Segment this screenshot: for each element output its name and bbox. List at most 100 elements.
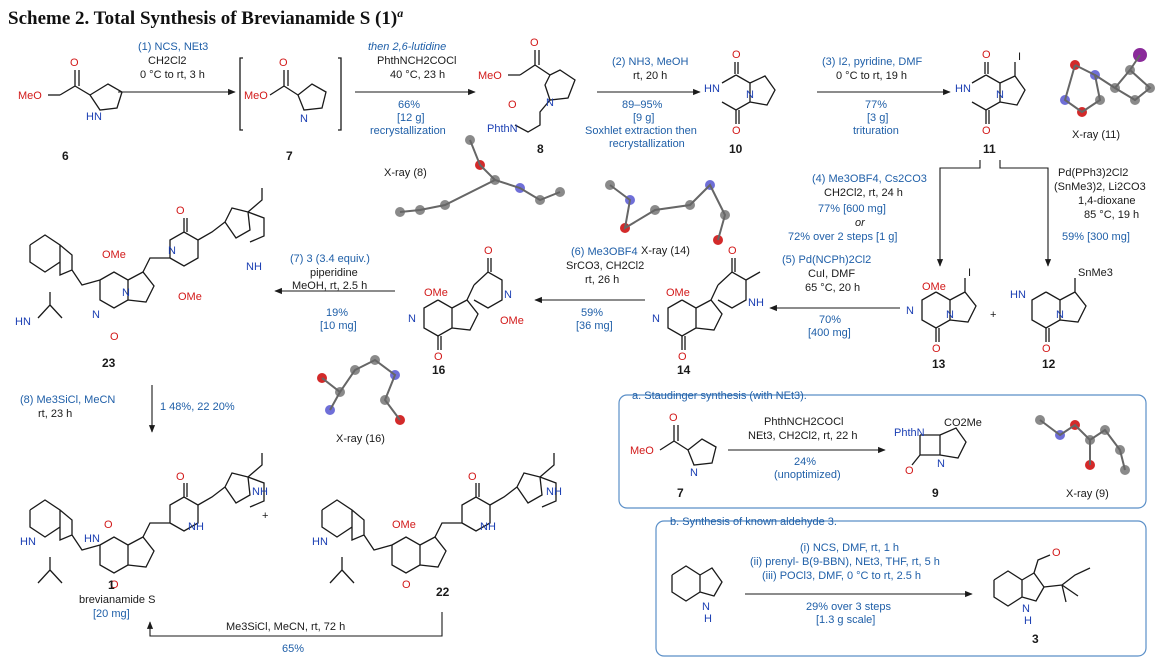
- compound-label-12: 12: [1042, 357, 1056, 371]
- xray-11-model: [1060, 48, 1155, 117]
- svg-text:19%: 19%: [326, 307, 348, 319]
- svg-text:O: O: [279, 57, 288, 69]
- compound-label-14: 14: [677, 363, 691, 377]
- svg-text:O: O: [70, 57, 79, 69]
- svg-text:or: or: [855, 217, 866, 229]
- svg-text:77% [600 mg]: 77% [600 mg]: [818, 203, 886, 215]
- svg-text:rt, 23 h: rt, 23 h: [38, 408, 72, 420]
- svg-text:then 2,6-lutidine: then 2,6-lutidine: [368, 41, 446, 53]
- svg-text:(SnMe3)2, Li2CO3: (SnMe3)2, Li2CO3: [1054, 181, 1146, 193]
- svg-text:[36 mg]: [36 mg]: [576, 320, 613, 332]
- svg-text:I: I: [1018, 51, 1021, 63]
- indole-structure: N H: [671, 565, 723, 625]
- compound-9-structure: PhthN CO2Me O N: [894, 417, 982, 477]
- svg-text:HN: HN: [704, 83, 720, 95]
- svg-text:N: N: [122, 287, 130, 299]
- compound-label-13: 13: [932, 357, 946, 371]
- compound-1-structure: O O O HN NH HN NH: [20, 453, 268, 591]
- svg-text:[3 g]: [3 g]: [867, 112, 888, 124]
- svg-text:CH2Cl2: CH2Cl2: [148, 55, 187, 67]
- compound-22-structure: OMe O O HN NH NH: [312, 453, 562, 591]
- svg-text:O: O: [110, 579, 119, 591]
- svg-text:(iii) POCl3, DMF, 0 °C to rt,: (iii) POCl3, DMF, 0 °C to rt, 2.5 h: [762, 570, 921, 582]
- compound-label-8: 8: [537, 142, 544, 156]
- svg-text:29% over 3 steps: 29% over 3 steps: [806, 601, 891, 613]
- panel-a-title: a. Staudinger synthesis (with NEt3).: [632, 390, 807, 402]
- xray-label-9: X-ray (9): [1066, 488, 1109, 500]
- svg-text:24%: 24%: [794, 456, 816, 468]
- svg-text:NH: NH: [748, 297, 764, 309]
- compound-14-structure: OMe N O O NH: [652, 245, 764, 363]
- xray-9-model: [1035, 415, 1130, 475]
- svg-text:Soxhlet extraction then: Soxhlet extraction then: [585, 125, 697, 137]
- xray-label-11: X-ray (11): [1072, 129, 1120, 141]
- svg-text:piperidine: piperidine: [310, 267, 358, 279]
- svg-text:89–95%: 89–95%: [622, 99, 663, 111]
- svg-text:PhthNCH2COCl: PhthNCH2COCl: [377, 55, 456, 67]
- svg-text:[9 g]: [9 g]: [633, 112, 654, 124]
- svg-text:O: O: [669, 412, 678, 424]
- svg-text:N: N: [504, 289, 512, 301]
- compound-label-3: 3: [1032, 632, 1039, 646]
- svg-text:70%: 70%: [819, 314, 841, 326]
- svg-text:O: O: [402, 579, 411, 591]
- svg-text:HN: HN: [20, 536, 36, 548]
- svg-text:H: H: [704, 613, 712, 625]
- svg-text:OMe: OMe: [102, 249, 126, 261]
- svg-text:rt, 20 h: rt, 20 h: [633, 70, 667, 82]
- svg-text:N: N: [937, 458, 945, 470]
- svg-text:MeOH, rt, 2.5 h: MeOH, rt, 2.5 h: [292, 280, 367, 292]
- svg-text:N: N: [1056, 309, 1064, 321]
- compound-label-22: 22: [436, 585, 450, 599]
- svg-text:HN: HN: [15, 316, 31, 328]
- svg-text:59%: 59%: [581, 307, 603, 319]
- svg-text:77%: 77%: [865, 99, 887, 111]
- svg-text:MeO: MeO: [18, 90, 42, 102]
- svg-text:O: O: [1042, 343, 1051, 355]
- svg-text:PhthN: PhthN: [487, 123, 518, 135]
- svg-text:OMe: OMe: [922, 281, 946, 293]
- svg-text:MeO: MeO: [630, 445, 654, 457]
- compound-10-structure: O HN N O: [704, 49, 776, 137]
- plus-sign-2: +: [262, 510, 268, 522]
- svg-text:[400 mg]: [400 mg]: [808, 327, 851, 339]
- compound-7b-structure: O MeO N: [630, 412, 717, 479]
- svg-text:(6) Me3OBF4: (6) Me3OBF4: [571, 246, 638, 258]
- svg-text:N: N: [906, 305, 914, 317]
- svg-text:59% [300 mg]: 59% [300 mg]: [1062, 231, 1130, 243]
- svg-text:NH: NH: [246, 261, 262, 273]
- svg-text:OMe: OMe: [500, 315, 524, 327]
- svg-text:O: O: [905, 465, 914, 477]
- svg-text:(7) 3 (3.4 equiv.): (7) 3 (3.4 equiv.): [290, 253, 370, 265]
- svg-text:O: O: [508, 99, 517, 111]
- svg-text:72% over 2 steps [1 g]: 72% over 2 steps [1 g]: [788, 231, 897, 243]
- panel-b-title: b. Synthesis of known aldehyde 3.: [670, 516, 837, 528]
- svg-text:(ii) prenyl- B(9-BBN), NEt3, T: (ii) prenyl- B(9-BBN), NEt3, THF, rt, 5 …: [750, 556, 940, 568]
- svg-text:(2) NH3, MeOH: (2) NH3, MeOH: [612, 56, 688, 68]
- svg-text:0 °C to rt, 3 h: 0 °C to rt, 3 h: [140, 69, 205, 81]
- svg-text:(8) Me3SiCl, MeCN: (8) Me3SiCl, MeCN: [20, 394, 115, 406]
- compound-8-structure: O MeO N O PhthN: [478, 37, 576, 135]
- compound-7-structure: O MeO N: [239, 57, 342, 131]
- svg-text:NEt3, CH2Cl2, rt, 22 h: NEt3, CH2Cl2, rt, 22 h: [748, 430, 857, 442]
- svg-text:N: N: [1022, 603, 1030, 615]
- svg-text:65%: 65%: [282, 643, 304, 655]
- svg-text:OMe: OMe: [424, 287, 448, 299]
- compound-label-16: 16: [432, 363, 446, 377]
- compound-13-structure: OMe I N N O: [906, 267, 977, 355]
- svg-text:(4) Me3OBF4, Cs2CO3: (4) Me3OBF4, Cs2CO3: [812, 173, 927, 185]
- svg-text:[1.3 g scale]: [1.3 g scale]: [816, 614, 875, 626]
- arrow-22-to-1: [146, 612, 443, 637]
- svg-text:MeO: MeO: [478, 70, 502, 82]
- svg-text:66%: 66%: [398, 99, 420, 111]
- xray-14-model: [605, 180, 730, 245]
- compound-label-9: 9: [932, 486, 939, 500]
- svg-text:O: O: [728, 245, 737, 257]
- svg-text:NH: NH: [252, 486, 268, 498]
- svg-text:(1) NCS, NEt3: (1) NCS, NEt3: [138, 41, 208, 53]
- svg-text:0 °C to rt, 19 h: 0 °C to rt, 19 h: [836, 70, 907, 82]
- svg-text:Me3SiCl, MeCN, rt, 72 h: Me3SiCl, MeCN, rt, 72 h: [226, 621, 345, 633]
- svg-text:NH: NH: [546, 486, 562, 498]
- svg-text:(5) Pd(NCPh)2Cl2: (5) Pd(NCPh)2Cl2: [782, 254, 871, 266]
